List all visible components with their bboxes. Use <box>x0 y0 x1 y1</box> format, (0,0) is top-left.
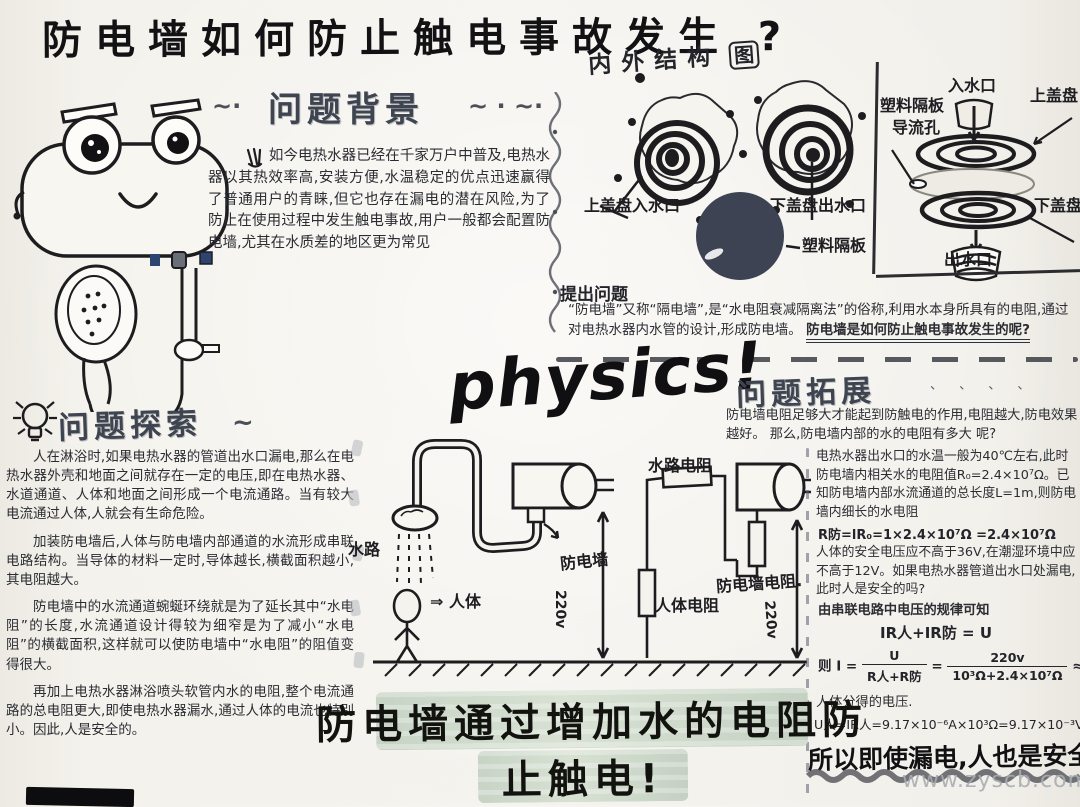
dotted-divider-vertical <box>806 448 809 798</box>
formula-series-voltage: IR人+IR防 = U <box>880 624 993 642</box>
photo-edge-artifact <box>25 786 135 807</box>
explore-paragraph-2: 加装防电墙后,人体与防电墙内部通道的水流形成串联电路结构。当导体的材料一定时,导… <box>6 533 354 588</box>
extension-paragraph-3: 人体的安全电压应不高于36V,在潮湿环境中应不高于12V。如果电热水器管道出水口… <box>816 545 1076 598</box>
guide-hole-label-2: 导流孔 <box>892 118 941 137</box>
tick-marks: 、 、 、 、 <box>930 378 1037 393</box>
banner-line1: 防电墙通过增加水的电阻防 <box>315 697 869 749</box>
inlet-label: 入水口 <box>948 76 997 95</box>
exploded-structure-drawing <box>891 98 1075 282</box>
panel-divider <box>872 61 879 275</box>
banner-line1-highlight: 防电墙通过增加水的电阻防 <box>316 687 868 751</box>
fraction-1: U R人+R防 <box>861 648 927 685</box>
explore-paragraph-4: 再加上电热水器淋浴喷头软管内水的电阻,整个电流通路的总电阻更大,即使电热水器漏水… <box>6 683 354 739</box>
explore-section-body: 人在淋浴时,如果电热水器的管道出水口漏电,那么在电热水器外壳和地面之间就存在一定… <box>6 448 354 748</box>
outlet-label: 出水口 <box>944 250 993 269</box>
banner-line2-highlight: 止触电! <box>477 748 689 804</box>
deco-squiggle-right: ~ · ~· <box>468 92 544 120</box>
water-path-label: 水路 <box>348 540 381 559</box>
anti-electric-wall-label: 防电墙 <box>559 549 610 574</box>
extension-paragraph-5: 人体分得的电压. <box>816 695 913 710</box>
formula-body-voltage: U人=IR人=9.17×10⁻⁶A×10³Ω=9.17×10⁻³V ≪12V <box>814 717 1080 732</box>
explore-title-tail: ~ <box>232 408 254 438</box>
lightbulb-icon <box>13 401 57 442</box>
explore-paragraph-3: 防电墙中的水流通道蜿蜒环绕就是为了延长其中“水电阻”的长度,水流通道设计得较为细… <box>6 599 354 673</box>
explore-paragraph-1: 人在淋浴时,如果电热水器的管道出水口漏电,那么在电热水器外壳和地面之间就存在一定… <box>6 449 354 523</box>
water-heater-character-drawing <box>13 98 229 412</box>
human-body-label: ⇒ 人体 <box>430 592 481 611</box>
bottom-cover-label: 下盖盘 <box>1034 196 1080 215</box>
formula-wall-resistance: R防=lR₀=1×2.4×10⁷Ω =2.4×10⁷Ω <box>818 528 1056 543</box>
top-cover-label: 上盖盘 <box>1030 86 1079 105</box>
highlighted-question: 防电墙是如何防止触电事故发生的呢? <box>806 322 1030 344</box>
voltage-right-label: 220v <box>761 600 780 640</box>
plastic-separator-label: 塑料隔板 <box>802 236 867 255</box>
extension-paragraph-4: 由串联电路中电压的规律可知 <box>818 603 990 618</box>
guide-hole-label-1: 塑料隔板 <box>880 96 945 115</box>
bottom-disc-label: 下盖盘出水口 <box>770 196 867 215</box>
background-section-body: 如今电热水器已经在千家万户中普及,电热水器以其热效率高,安装方便,水温稳定的优点… <box>208 148 550 251</box>
background-section-title: 问题背景 <box>268 90 424 130</box>
watermark: www.zyscb.com <box>902 768 1080 793</box>
top-disc-label: 上盖盘入水口 <box>584 196 681 215</box>
extension-paragraph-2: 电热水器出水口的水温一般为40℃左右,此时防电墙内相关水的电阻值R₀=2.4×1… <box>816 449 1077 520</box>
formula-current: 则 I = U R人+R防 = 220v 10³Ω+2.4×10⁷Ω ≈ 9.1… <box>818 648 1080 685</box>
hand-icon <box>246 148 263 168</box>
question-section-body: “防电墙”又称“隔电墙”,是“水电阻衰减隔离法”的俗称,利用水本身所具有的电阻,… <box>568 300 1080 344</box>
wavy-underline <box>806 769 1080 783</box>
explore-section-title: 问题探索 <box>57 405 203 447</box>
physics-label: physics! <box>445 327 766 426</box>
body-resistance-label: 人体电阻 <box>655 596 720 615</box>
banner-line2: 止触电! <box>501 756 665 804</box>
water-resistance-label: 水路电阻 <box>648 456 713 475</box>
deco-squiggle-left: ~· <box>212 92 242 120</box>
cover-discs-drawing <box>599 73 866 280</box>
extension-intro: 防电墙电阻足够大才能起到防触电的作用,电阻越大,防电效果越好。 那么,防电墙内部… <box>726 408 1078 443</box>
wavy-divider-vertical <box>548 92 562 333</box>
dashed-separator <box>556 357 1078 362</box>
shower-circuit-diagram <box>373 439 811 677</box>
voltage-left-label: 220v <box>552 590 568 629</box>
fraction-2: 220v 10³Ω+2.4×10⁷Ω <box>947 650 1068 683</box>
question-section-title: 提出问题 <box>560 285 628 305</box>
